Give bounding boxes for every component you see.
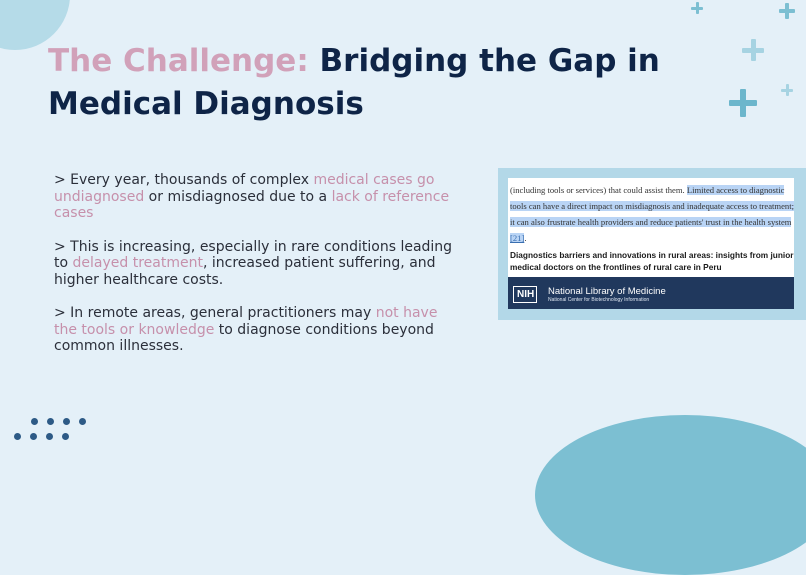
bullet-highlight: medical cases go undiagnosed	[54, 172, 435, 205]
plus-icon	[729, 89, 757, 117]
dot	[63, 418, 70, 425]
bullet-item: > In remote areas, general practitioners…	[54, 305, 454, 355]
bullet-highlight: lack of reference cases	[54, 188, 450, 222]
source-excerpt-card: (including tools or services) that could…	[498, 168, 806, 320]
excerpt-selected-body: Limited access to diagnostic tools can h…	[510, 185, 794, 227]
dot	[47, 418, 54, 425]
nih-banner: NIH National Library of Medicine Nationa…	[508, 277, 794, 309]
corner-circle-bottom-right	[535, 415, 806, 575]
bullet-item: > This is increasing, especially in rare…	[54, 239, 454, 289]
dot	[79, 418, 86, 425]
dot	[31, 418, 38, 425]
bullet-text: or misdiagnosed due to a	[144, 188, 332, 205]
bullet-text: to diagnose conditions beyond common ill…	[54, 321, 434, 355]
bullet-text: > This is increasing, especially in rare…	[54, 238, 453, 272]
plus-icon	[779, 3, 795, 19]
bullet-text: > Every year, thousands of complex	[54, 172, 314, 188]
slide-title: The Challenge: Bridging the Gap in Medic…	[48, 40, 688, 126]
dot	[62, 433, 69, 440]
dot	[46, 433, 53, 440]
nih-center-name: National Center for Biotechnology Inform…	[548, 297, 650, 303]
slide-title-main: Bridging the Gap in Medical Diagnosis	[48, 43, 660, 122]
plus-icon	[742, 39, 764, 61]
bullet-text: > In remote areas, general practitioners…	[54, 305, 376, 321]
bullet-text: , increased patient suffering, and highe…	[54, 255, 436, 288]
dot	[14, 433, 21, 440]
dot	[30, 433, 37, 440]
plus-icon	[691, 2, 703, 14]
excerpt-text: (including tools or services) that could…	[510, 185, 687, 195]
excerpt-paragraph: (including tools or services) that could…	[510, 182, 794, 246]
bullet-item: > Every year, thousands of complex medic…	[54, 172, 454, 222]
source-excerpt-image: (including tools or services) that could…	[508, 178, 794, 309]
bullet-list: > Every year, thousands of complex medic…	[54, 172, 454, 372]
nih-logo: NIH	[513, 286, 538, 303]
bullet-highlight: delayed treatment	[72, 255, 203, 271]
excerpt-text-end: .	[524, 233, 527, 243]
plus-icon	[781, 84, 793, 96]
citation-link[interactable]: [21]	[510, 233, 525, 243]
bullet-highlight: not have the tools or knowledge	[54, 305, 438, 338]
article-title: Diagnostics barriers and innovations in …	[510, 250, 794, 272]
slide-title-accent: The Challenge:	[48, 43, 309, 79]
nih-library-name: National Library of Medicine	[548, 286, 666, 297]
